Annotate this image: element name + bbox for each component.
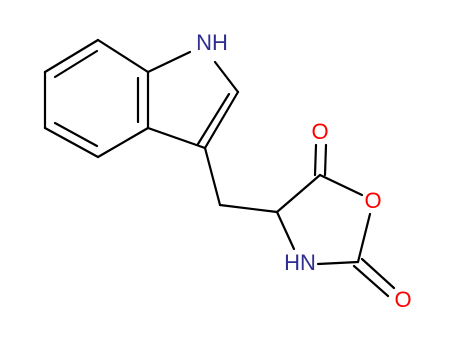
carbonyl-oxygen-bottom-label: O [394,287,411,312]
bond-c2-o-double-b [360,257,396,290]
bond-c5-o-double-a [313,143,318,177]
bond-c2-o-double-a [352,264,390,298]
bond-o1-c2 [356,212,372,264]
bond-ch2-c4 [218,203,279,214]
benzene-ring [43,38,150,159]
bond-benzene-6 [96,38,150,74]
bond-n3-c4 [275,210,296,251]
bond-benzene-1 [43,38,100,74]
indole-nh-label: NH [196,30,228,55]
bond-c2-c3 [203,90,240,150]
bond-c5-o-double-b [323,143,328,177]
ring-oxygen-label: O [364,188,381,213]
bond-benzene-double-2 [53,121,99,148]
bond-c2-c3-double [196,92,231,146]
pyrrole-ring [146,50,240,150]
bond-c4-c5 [275,173,322,214]
bond-n1-c2 [213,60,240,94]
bond-c5-o1 [318,173,364,197]
ring-nh-label: HN [284,250,316,275]
oxazolidinedione-ring [275,143,396,298]
side-chain [203,146,279,214]
carbonyl-oxygen-top-label: O [311,119,328,144]
bond-benzene-4 [96,126,150,159]
bond-benzene-double-1 [53,49,99,79]
bond-benzene-3 [43,126,100,159]
bond-c2-n3 [316,260,360,266]
bond-c3-c3a [146,126,207,150]
bond-c3-ch2 [203,146,222,207]
bond-c7a-n1 [146,50,192,74]
